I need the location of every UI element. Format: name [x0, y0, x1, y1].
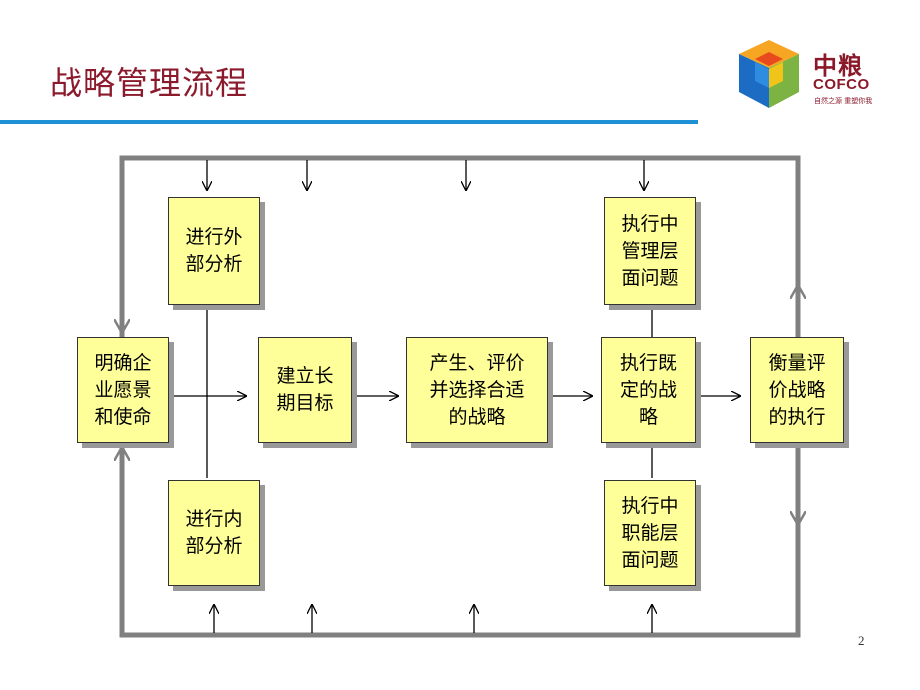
- vision-box: 明确企 业愿景 和使命: [77, 337, 169, 443]
- page-title: 战略管理流程: [50, 64, 249, 102]
- functional-issues-box: 执行中 职能层 面问题: [604, 480, 696, 586]
- management-issues-box: 执行中 管理层 面问题: [604, 197, 696, 305]
- page-number: 2: [858, 633, 865, 648]
- execute-strategy-box: 执行既 定的战 略: [601, 337, 696, 443]
- title-underline: [0, 120, 698, 124]
- logo-brand: COFCO: [813, 76, 870, 93]
- measure-evaluate-box: 衡量评 价战略 的执行: [750, 337, 844, 443]
- cofco-logo: 中粮 COFCO 自然之源 重塑你我: [733, 38, 883, 118]
- internal-analysis-box: 进行内 部分析: [168, 480, 260, 586]
- strategy-selection-box: 产生、评价 并选择合适 的战略: [406, 337, 548, 443]
- cube-logo-icon: [739, 40, 799, 108]
- external-analysis-box: 进行外 部分析: [168, 197, 260, 305]
- logo-slogan: 自然之源 重塑你我: [814, 97, 873, 105]
- long-term-goals-box: 建立长 期目标: [258, 337, 352, 443]
- logo-name: 中粮: [813, 52, 863, 80]
